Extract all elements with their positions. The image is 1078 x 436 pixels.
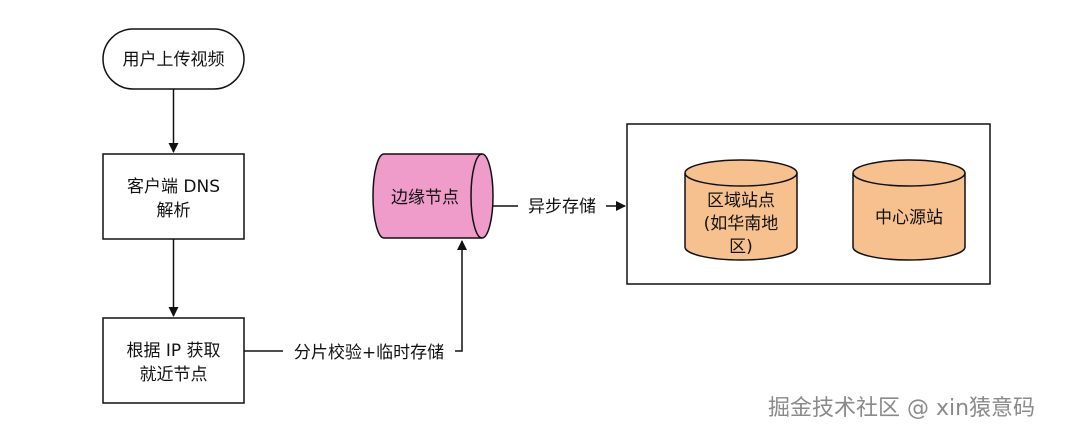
watermark-text: 掘金技术社区 @ xin猿意码 xyxy=(768,396,1036,421)
edge-node-label: 边缘节点 xyxy=(391,188,459,208)
chunk-verify-edge-label: 分片校验+临时存储 xyxy=(294,343,444,363)
client-dns-node: 客户端 DNS 解析 xyxy=(102,153,245,240)
nearest-node-lookup: 根据 IP 获取 就近节点 xyxy=(102,317,245,404)
edge-nearest-to-edge-node xyxy=(244,240,467,352)
upload-video-node: 用户上传视频 xyxy=(102,28,245,90)
async-store-edge-label: 异步存储 xyxy=(528,197,596,217)
origin-site-label: 中心源站 xyxy=(875,208,943,228)
upload-video-label: 用户上传视频 xyxy=(123,50,225,70)
regional-site-cylinder: 区域站点 (如华南地 区) xyxy=(684,159,798,261)
client-dns-label-line2: 解析 xyxy=(157,201,191,221)
edge-node-cylinder: 边缘节点 xyxy=(372,153,494,239)
client-dns-label-line1: 客户端 DNS xyxy=(127,177,220,197)
nearest-node-label-line1: 根据 IP 获取 xyxy=(126,341,220,361)
edge-label-bg xyxy=(283,341,455,363)
origin-site-cylinder: 中心源站 xyxy=(852,159,966,261)
regional-site-label-line1: 区域站点 xyxy=(707,191,775,211)
async-edge-label-bg xyxy=(518,195,606,217)
regional-site-label-line2: (如华南地 xyxy=(704,214,779,234)
nearest-node-label-line2: 就近节点 xyxy=(140,365,208,385)
regional-site-label-line3: 区) xyxy=(729,237,753,257)
